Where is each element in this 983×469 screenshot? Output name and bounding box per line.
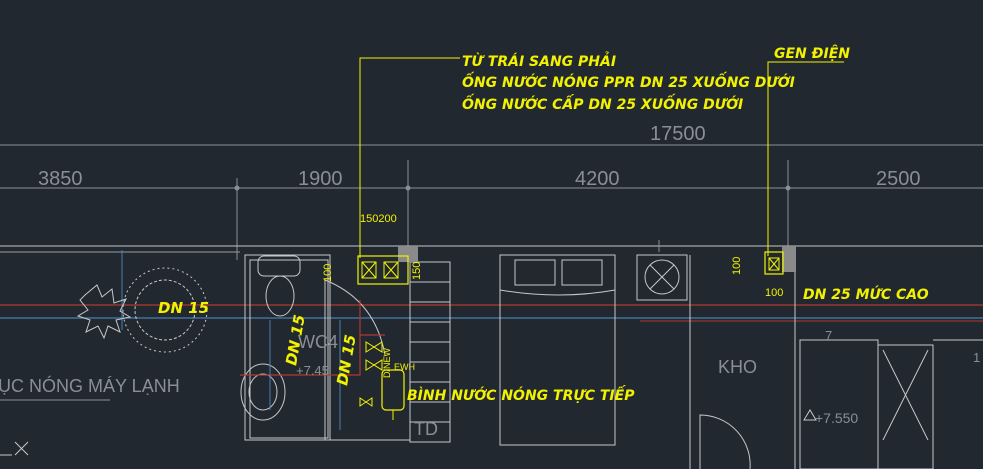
shaft2-dimension-left: 100 [731,257,743,275]
note-line-2: ỐNG NƯỚC NÓNG PPR DN 25 XUỐNG DƯỚI [462,71,795,91]
svg-text:D/NEW: D/NEW [382,347,392,378]
kho-label: KHO [718,357,757,377]
level-right: +7.550 [815,410,858,426]
step-7: 7 [825,328,832,343]
note-line-1: TỪ TRÁI SANG PHẢI [462,51,616,70]
dn25-label: DN 25 MỨC CAO [803,285,929,303]
plant-tree-symbol [76,267,208,353]
dimension-4200: 4200 [575,168,620,190]
valve-symbols [359,341,383,407]
step-1: 1 [973,350,980,365]
dimension-3850: 3850 [38,168,83,190]
kho-room [689,255,796,469]
dimension-2500: 2500 [876,168,921,190]
shaft1-dimension-top: 150200 [360,213,397,225]
right-room [799,339,983,469]
ewh-label: EWH [394,362,415,372]
room-label-wc4: WC4 [298,332,338,352]
shaft2-dimension-bottom: 100 [765,287,783,299]
dn15-label-left: DN 15 [158,299,209,317]
gen-dien-label: GEN ĐIỆN [774,45,850,62]
level-wc: +7.45 [296,363,329,378]
dimension-total: 17500 [650,123,706,145]
dimension-1900: 1900 [298,168,343,190]
bed-symbol [499,254,616,446]
water-heater [381,369,405,420]
shaft1-dimension-left: 100 [322,264,334,282]
note1-leader [359,57,460,258]
note-line-3: ỐNG NƯỚC CẤP DN 25 XUỐNG DƯỚI [462,93,743,113]
level-marker-right [803,409,817,421]
ucs-axis-icon [0,441,29,456]
stair-symbol [409,261,451,443]
gen-leader [767,61,844,256]
shaft-1 [357,246,418,285]
heater-label: BÌNH NƯỚC NÓNG TRỰC TIẾP [407,385,635,404]
left-room-label: ỤC NÓNG MÁY LẠNH [0,375,180,396]
td-label: TD [414,419,438,439]
dimension-dots [234,185,791,191]
shaft-2 [764,246,796,275]
ac-unit-symbol [636,254,688,301]
shaft1-dimension-right: 150 [411,262,423,280]
